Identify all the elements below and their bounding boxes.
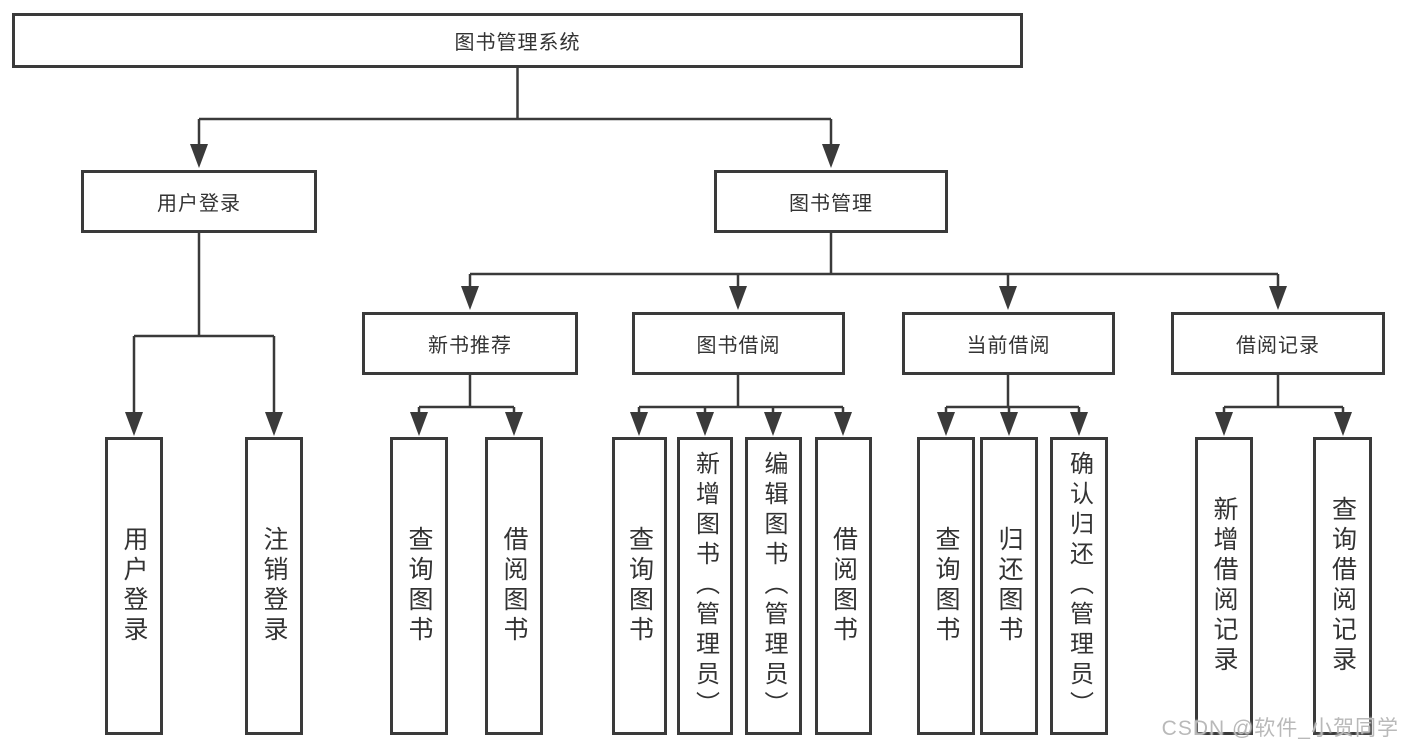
node-label: 图书管理系统: [454, 32, 581, 54]
node-label: 用户登录: [157, 193, 241, 215]
leaf-borrow-books-recommend: 借阅图书: [485, 437, 543, 735]
leaf-user-login: 用户登录: [105, 437, 163, 735]
arrowheads: [125, 144, 1352, 436]
leaf-logout: 注销登录: [245, 437, 303, 735]
leaf-label: 用户登录: [120, 526, 148, 646]
leaf-label: 新增图书（管理员）: [691, 451, 719, 721]
leaf-label: 查询图书: [932, 526, 960, 646]
leaf-label: 借阅图书: [500, 526, 528, 646]
csdn-watermark: CSDN @软件_小贺同学: [1161, 717, 1399, 740]
node-label: 当前借阅: [966, 335, 1051, 357]
node-current-borrow: 当前借阅: [902, 312, 1115, 375]
node-new-book-recommend: 新书推荐: [362, 312, 578, 375]
leaf-label: 查询借阅记录: [1328, 496, 1357, 676]
node-label: 借阅记录: [1236, 335, 1320, 357]
leaf-add-books-admin: 新增图书（管理员）: [677, 437, 733, 735]
node-book-borrow: 图书借阅: [632, 312, 845, 375]
leaf-label: 查询图书: [625, 526, 654, 646]
leaf-add-borrow-record: 新增借阅记录: [1195, 437, 1253, 735]
node-borrow-record: 借阅记录: [1171, 312, 1385, 375]
leaf-label: 借阅图书: [829, 526, 858, 646]
leaf-return-books: 归还图书: [980, 437, 1038, 735]
leaf-label: 编辑图书（管理员）: [760, 451, 787, 721]
leaf-query-books-recommend: 查询图书: [390, 437, 448, 735]
leaf-label: 归还图书: [995, 526, 1023, 646]
node-book-management: 图书管理: [714, 170, 948, 233]
leaf-query-books-borrow: 查询图书: [612, 437, 667, 735]
node-label: 新书推荐: [428, 335, 512, 357]
node-library-system: 图书管理系统: [12, 13, 1023, 68]
leaf-query-borrow-record: 查询借阅记录: [1313, 437, 1372, 735]
leaf-label: 查询图书: [405, 526, 433, 646]
leaf-label: 注销登录: [260, 526, 288, 646]
leaf-borrow-books: 借阅图书: [815, 437, 872, 735]
leaf-edit-books-admin: 编辑图书（管理员）: [745, 437, 802, 735]
node-user-login: 用户登录: [81, 170, 317, 233]
leaf-query-books-current: 查询图书: [917, 437, 975, 735]
leaf-label: 确认归还（管理员）: [1065, 451, 1093, 721]
leaf-confirm-return-admin: 确认归还（管理员）: [1050, 437, 1108, 735]
node-label: 图书管理: [789, 193, 873, 215]
node-label: 图书借阅: [696, 335, 781, 357]
leaf-label: 新增借阅记录: [1210, 496, 1238, 676]
